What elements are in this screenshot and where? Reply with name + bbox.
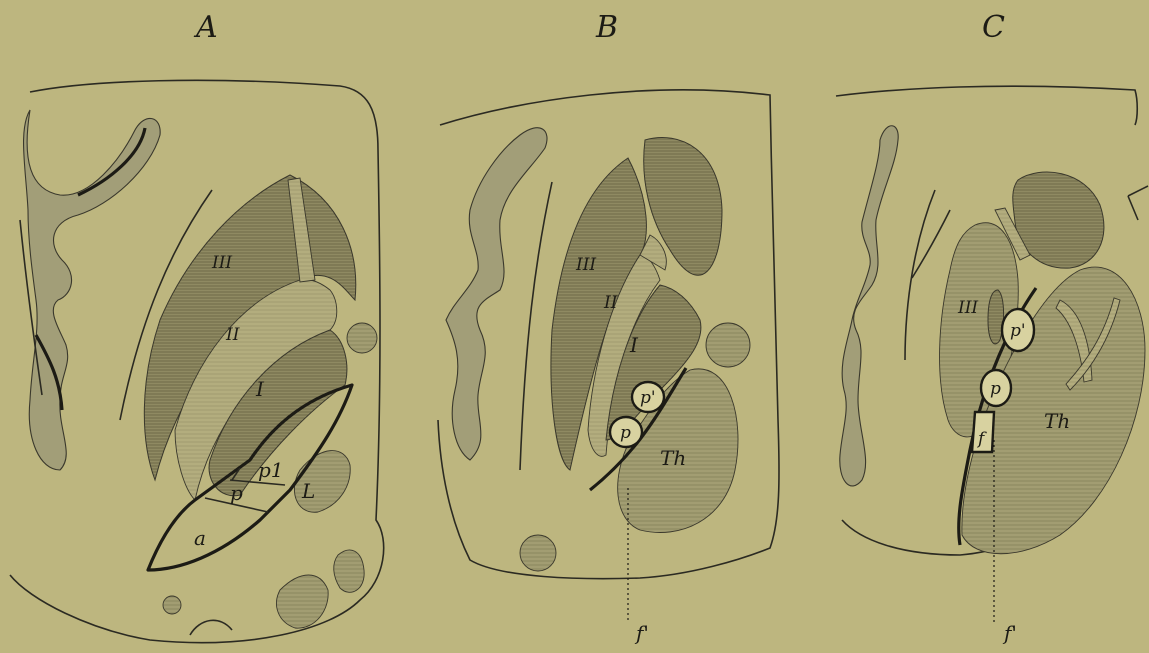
panel-c-label-p: p	[990, 379, 1001, 399]
panel-a-lower-blob-2	[334, 550, 364, 592]
panel-a-arc	[190, 620, 232, 635]
panel-c-label-th: Th	[1044, 409, 1070, 433]
panel-c-label-p-prime: p'	[1010, 321, 1026, 341]
panel-a-label-ii: II	[225, 325, 240, 345]
panel-c-capsule-line	[905, 190, 935, 360]
panel-c-dark-streak	[988, 290, 1004, 344]
panel-b-label-f-prime: f'	[634, 621, 649, 645]
panel-b-label-th: Th	[660, 446, 686, 470]
panel-b-cortex	[446, 128, 547, 460]
panel-b-label-p-prime: p'	[640, 388, 656, 408]
panel-a-cortex	[24, 110, 161, 470]
panel-b-capsule-line	[520, 182, 552, 470]
panel-a-lower-blob-3	[163, 596, 181, 614]
panel-b-lower-blob	[520, 535, 556, 571]
panel-a-label-l: L	[301, 479, 315, 503]
panel-b-title: B	[595, 10, 618, 45]
panel-a-round-body	[347, 323, 377, 353]
panel-c-cortex	[840, 126, 898, 486]
panel-a-lower-blob-1	[276, 575, 328, 628]
panel-c-title: C	[982, 10, 1005, 45]
panel-a-label-iii: III	[211, 253, 232, 273]
panel-b-round-body	[706, 323, 750, 367]
panel-a-label-a: a	[194, 526, 206, 550]
panel-a-label-p1: p1	[258, 458, 284, 482]
panel-b: B III II I p' p Th f'	[438, 10, 779, 645]
panel-a-label-p: p	[230, 481, 243, 505]
panel-a: A III II I p1 p a	[10, 10, 384, 643]
panel-b-label-i: I	[629, 333, 639, 357]
panel-c-corner-mark	[1128, 186, 1148, 220]
panel-c: C III p' p f Th f'	[836, 10, 1148, 645]
panel-b-label-p: p	[620, 423, 631, 443]
panel-c-label-iii: III	[957, 298, 978, 318]
panel-b-label-ii: II	[603, 293, 618, 313]
panel-c-label-f-prime: f'	[1002, 621, 1017, 645]
panel-b-label-iii: III	[575, 255, 596, 275]
panel-a-title: A	[193, 10, 218, 45]
panel-c-section-outline	[836, 86, 1137, 125]
panel-a-label-i: I	[255, 377, 265, 401]
